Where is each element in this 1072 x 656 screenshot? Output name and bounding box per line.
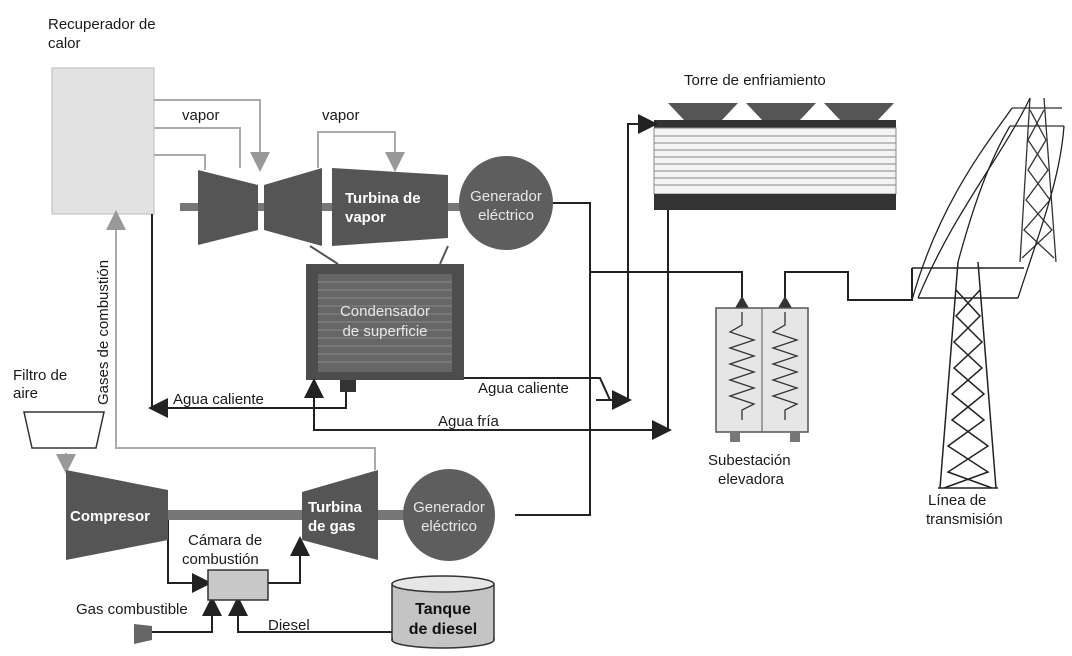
diesel-tank-label-2: de diesel (409, 621, 477, 638)
air-filter-label-1: Filtro de (13, 367, 67, 384)
combustion-chamber-label-1: Cámara de (188, 532, 262, 549)
surface-condenser (306, 245, 464, 392)
steam-turbine (180, 168, 470, 246)
air-filter (23, 411, 105, 449)
condenser-label-2: de superficie (342, 323, 427, 340)
transmission-tower-front (912, 261, 1024, 489)
gas-fuel-label: Gas combustible (76, 601, 188, 618)
cooling-tower-label: Torre de enfriamiento (684, 72, 826, 89)
combustion-chamber (207, 569, 269, 601)
pipes (148, 114, 913, 633)
substation-label-2: elevadora (718, 471, 785, 488)
vapor-lines (154, 99, 405, 172)
diesel-label: Diesel (268, 617, 310, 634)
vapor-label-2: vapor (322, 107, 360, 124)
generator-1-label-1: Generador (470, 188, 542, 205)
exhaust-gas-line (56, 210, 376, 474)
cold-water-label: Agua fría (438, 413, 500, 430)
steam-turbine-label-1: Turbina de (345, 190, 421, 207)
hot-water-label-2: Agua caliente (478, 380, 569, 397)
air-filter-label-2: aire (13, 385, 38, 402)
steam-turbine-label-2: vapor (345, 209, 386, 226)
gas-turbine-shaft (165, 510, 415, 520)
gas-fuel-valve (134, 624, 152, 644)
compressor (66, 470, 168, 560)
combustion-chamber-label-2: combustión (182, 551, 259, 568)
exhaust-gas-label: Gases de combustión (95, 260, 112, 405)
gas-turbine (302, 470, 378, 560)
cooling-tower (653, 103, 897, 210)
generator-1 (459, 156, 553, 250)
substation (715, 296, 809, 442)
generator-2-label-1: Generador (413, 499, 485, 516)
condenser-label-1: Condensador (340, 303, 430, 320)
heat-recovery-unit (51, 67, 155, 215)
transmission-tower-back (1010, 97, 1064, 263)
generator-1-label-2: eléctrico (478, 207, 534, 224)
generator-2-label-2: eléctrico (421, 518, 477, 535)
compressor-label: Compresor (70, 508, 150, 525)
hot-water-label-1: Agua caliente (173, 391, 264, 408)
gas-turbine-label-2: de gas (308, 518, 356, 535)
diesel-tank (391, 575, 495, 649)
transmission-line-label-2: transmisión (926, 511, 1003, 528)
heat-recovery-label-2: calor (48, 35, 81, 52)
transmission-line-label-1: Línea de (928, 492, 986, 509)
transmission-wires (911, 97, 1065, 301)
generator-2 (403, 469, 495, 561)
substation-label-1: Subestación (708, 452, 791, 469)
vapor-label-1: vapor (182, 107, 220, 124)
gas-turbine-label-1: Turbina (308, 499, 363, 516)
heat-recovery-label-1: Recuperador de (48, 16, 156, 33)
diesel-tank-label-1: Tanque (415, 601, 471, 618)
